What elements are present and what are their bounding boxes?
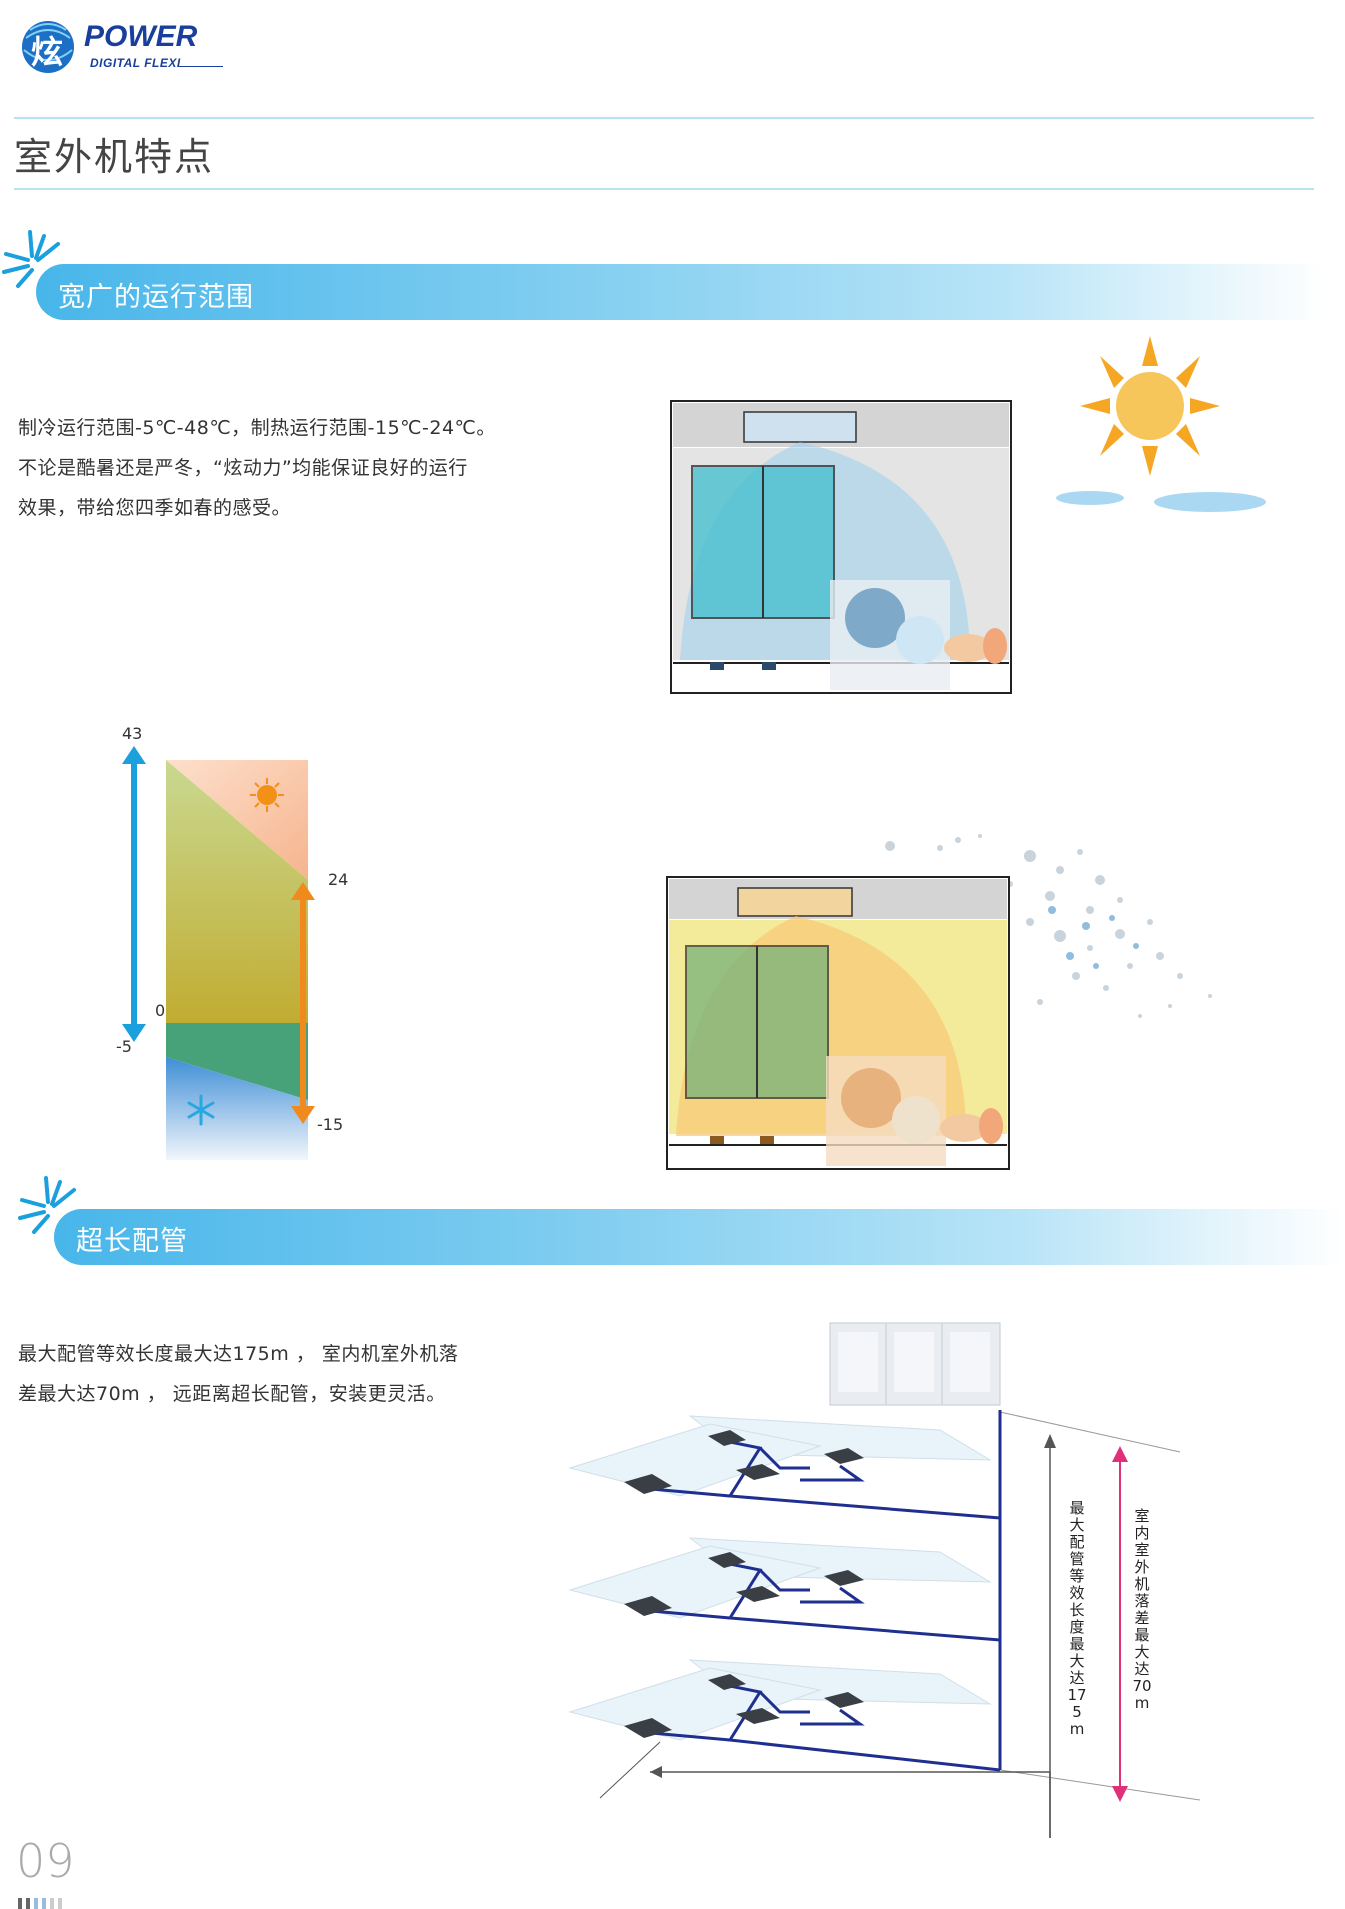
pipe-length-label: 最大配管等效长度最大达175m: [1067, 1499, 1087, 1738]
logo-word: POWER: [84, 20, 198, 53]
range-line-1: 制冷运行范围-5℃-48℃，制热运行范围-15℃-24℃。: [18, 417, 496, 439]
zero-label: 0: [155, 1001, 166, 1020]
temperature-range-chart: [122, 746, 315, 1160]
page-title: 室外机特点: [14, 135, 215, 179]
section-title-piping: 超长配管: [76, 1226, 188, 1257]
chart-snowflake-icon: [187, 1094, 215, 1126]
rays-icon: [2, 230, 60, 288]
heat-min-label: -15: [317, 1115, 344, 1134]
section-title-range: 宽广的运行范围: [58, 282, 254, 313]
logo-char: 炫: [31, 33, 64, 71]
logo-swirl-icon: [22, 21, 74, 73]
range-line-3: 效果，带给您四季如春的感受。: [18, 497, 292, 519]
title-rule-top: [14, 117, 1314, 119]
rays-icon: [18, 1176, 76, 1234]
range-paragraph: 制冷运行范围-5℃-48℃，制热运行范围-15℃-24℃。 不论是酷暑还是严冬，…: [18, 408, 618, 528]
cool-min-label: -5: [116, 1037, 132, 1056]
chart-sun-icon: [250, 778, 284, 812]
height-difference-label: 室内室外机落差最大达70m: [1132, 1507, 1152, 1712]
piping-line-1: 最大配管等效长度最大达175m ， 室内机室外机落: [18, 1343, 459, 1365]
sun-icon: [1056, 336, 1266, 512]
piping-diagram: [568, 1322, 1200, 1838]
footer-bars: [18, 1898, 66, 1909]
piping-line-2: 差最大达70m ， 远距离超长配管，安装更灵活。: [18, 1383, 446, 1405]
section-banner-piping: [54, 1209, 1344, 1265]
outdoor-unit-icon: [829, 1322, 1001, 1406]
range-line-2: 不论是酷暑还是严冬，“炫动力”均能保证良好的运行: [18, 457, 468, 479]
section-banner-range: [36, 264, 1326, 320]
piping-paragraph: 最大配管等效长度最大达175m ， 室内机室外机落 差最大达70m ， 远距离超…: [18, 1334, 578, 1414]
cooling-room-illustration: [670, 400, 1012, 694]
heating-room-illustration: [666, 876, 1010, 1170]
logo-subtitle: DIGITAL FLEXI: [90, 56, 181, 70]
title-rule-bottom: [14, 188, 1314, 190]
cool-max-label: 43: [122, 724, 143, 743]
page-number: 09: [16, 1834, 75, 1888]
heat-max-label: 24: [328, 870, 349, 889]
brand-logo: 炫 POWER DIGITAL FLEXI: [18, 18, 223, 76]
logo-underline: [178, 66, 223, 67]
